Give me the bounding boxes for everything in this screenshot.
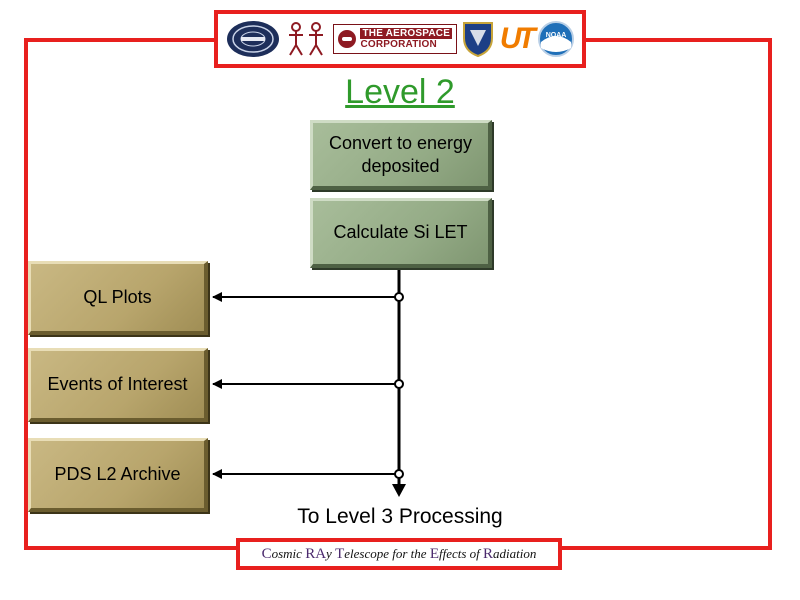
down-arrowhead [392,484,406,497]
footer-rest-3: elescope for the [344,546,430,561]
footer-rest-5: adiation [493,546,537,561]
aerospace-line1: THE AEROSPACE [360,28,453,39]
footer-cap-1: C [261,545,272,562]
logo-bar: THE AEROSPACE CORPORATION UT NOAA [214,10,586,68]
footer-rest-2: y [326,546,336,561]
footer-cap-5: R [483,545,494,562]
noaa-logo-text: NOAA [546,32,567,39]
junction-node-1 [394,292,404,302]
junction-node-2 [394,379,404,389]
pds-l2-archive-label: PDS L2 Archive [54,464,181,484]
robot-figures-icon [286,19,328,59]
footer-cap-3: T [335,545,345,562]
pds-l2-archive-box: PDS L2 Archive [28,438,208,512]
noaa-emblem-icon: NOAA [537,20,575,58]
calculate-si-let-label: Calculate Si LET [333,222,468,242]
crest-seal-icon [225,19,281,59]
events-of-interest-label: Events of Interest [47,374,188,394]
junction-node-3 [394,469,404,479]
convert-energy-box: Convert to energy deposited [310,120,492,190]
ql-plots-label: QL Plots [83,287,152,307]
convert-energy-label-line1: Convert to energy [328,132,473,153]
footer-cap-2: RA [305,545,327,562]
aerospace-corporation-logo: THE AEROSPACE CORPORATION [333,24,458,54]
ql-plots-box: QL Plots [28,261,208,335]
convert-energy-label-line2: deposited [361,155,440,176]
ut-logo: UT [499,22,536,55]
aerospace-mark-icon [338,30,357,48]
page-title: Level 2 [345,73,455,111]
aerospace-line2: CORPORATION [360,39,437,50]
next-step-caption: To Level 3 Processing [297,505,503,528]
calculate-si-let-box: Calculate Si LET [310,198,492,268]
footer-cap-4: E [429,545,439,562]
events-of-interest-box: Events of Interest [28,348,208,422]
footer-rest-4: ffects of [438,546,484,561]
shield-emblem-icon [462,20,494,58]
footer-rest-1: osmic [271,546,306,561]
